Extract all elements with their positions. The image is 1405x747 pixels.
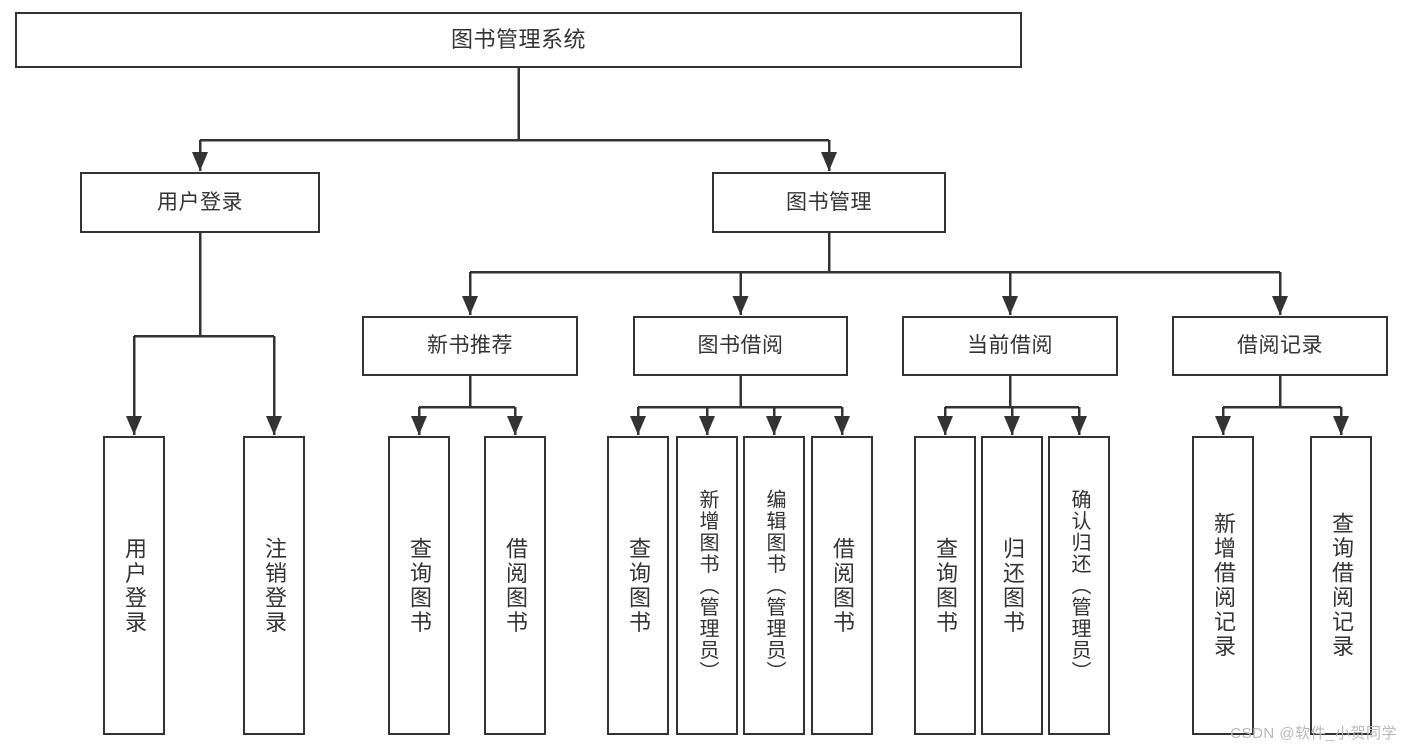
- node-leaf-query-record[interactable]: 查询借阅记录: [1310, 436, 1372, 735]
- arrowhead-user-login: [192, 152, 208, 171]
- node-leaf-query-book-c[interactable]: 查询图书: [914, 436, 976, 735]
- node-root[interactable]: 图书管理系统: [15, 12, 1022, 68]
- node-label-leaf-query-book-c: 查询图书: [933, 536, 958, 635]
- node-current-borrow[interactable]: 当前借阅: [902, 316, 1118, 376]
- node-label-leaf-user-login: 用户登录: [122, 536, 147, 635]
- node-leaf-query-book-a[interactable]: 查询图书: [388, 436, 450, 735]
- arrowhead-borrow-record: [1272, 296, 1288, 315]
- node-label-leaf-query-book-b: 查询图书: [626, 536, 651, 635]
- node-label-leaf-borrow-book-a: 借阅图书: [503, 536, 528, 635]
- node-leaf-return-book[interactable]: 归还图书: [981, 436, 1043, 735]
- node-leaf-logout[interactable]: 注销登录: [243, 436, 305, 735]
- node-label-leaf-edit-book: 编辑图书（管理员）: [763, 488, 785, 683]
- arrowhead-book-borrow: [732, 296, 749, 315]
- arrowhead-leaf-user-login: [126, 416, 142, 435]
- node-leaf-add-record[interactable]: 新增借阅记录: [1192, 436, 1254, 735]
- arrowhead-leaf-confirm-return: [1071, 416, 1087, 435]
- arrowhead-leaf-add-record: [1215, 416, 1231, 435]
- node-label-new-book-rec: 新书推荐: [427, 334, 513, 358]
- node-borrow-record[interactable]: 借阅记录: [1172, 316, 1388, 376]
- node-user-login[interactable]: 用户登录: [80, 172, 320, 233]
- node-leaf-edit-book[interactable]: 编辑图书（管理员）: [743, 436, 805, 735]
- node-label-leaf-confirm-return: 确认归还（管理员）: [1068, 488, 1090, 683]
- node-label-borrow-record: 借阅记录: [1237, 334, 1323, 358]
- node-new-book-rec[interactable]: 新书推荐: [362, 316, 578, 376]
- node-label-user-login: 用户登录: [157, 190, 243, 214]
- node-book-borrow[interactable]: 图书借阅: [633, 316, 848, 376]
- node-label-leaf-return-book: 归还图书: [1000, 536, 1025, 635]
- node-label-leaf-logout: 注销登录: [262, 536, 287, 635]
- node-label-leaf-borrow-book-b: 借阅图书: [830, 536, 855, 635]
- arrowhead-book-manage: [821, 152, 837, 171]
- node-label-leaf-add-book: 新增图书（管理员）: [696, 488, 718, 683]
- arrowhead-leaf-query-book-b: [630, 416, 646, 435]
- node-leaf-borrow-book-b[interactable]: 借阅图书: [811, 436, 873, 735]
- node-leaf-borrow-book-a[interactable]: 借阅图书: [484, 436, 546, 735]
- node-label-book-manage: 图书管理: [786, 190, 872, 214]
- node-label-current-borrow: 当前借阅: [967, 334, 1053, 358]
- arrowhead-current-borrow: [1002, 296, 1018, 315]
- arrowhead-new-book-rec: [462, 296, 478, 315]
- node-label-root: 图书管理系统: [450, 26, 586, 52]
- node-leaf-user-login[interactable]: 用户登录: [103, 436, 165, 735]
- node-label-leaf-query-book-a: 查询图书: [407, 536, 432, 635]
- arrowhead-leaf-logout: [266, 416, 282, 435]
- arrowhead-leaf-return-book: [1004, 416, 1020, 435]
- node-book-manage[interactable]: 图书管理: [712, 172, 946, 233]
- node-label-leaf-query-record: 查询借阅记录: [1329, 512, 1354, 659]
- arrowhead-leaf-add-book: [699, 416, 715, 435]
- arrowhead-leaf-borrow-book-b: [834, 416, 850, 435]
- node-label-book-borrow: 图书借阅: [697, 334, 784, 358]
- arrowhead-leaf-edit-book: [766, 416, 782, 435]
- arrowhead-leaf-borrow-book-a: [507, 416, 523, 435]
- node-leaf-confirm-return[interactable]: 确认归还（管理员）: [1048, 436, 1110, 735]
- node-leaf-query-book-b[interactable]: 查询图书: [607, 436, 669, 735]
- arrowhead-leaf-query-book-a: [411, 416, 427, 435]
- arrowhead-leaf-query-record: [1333, 416, 1349, 435]
- node-label-leaf-add-record: 新增借阅记录: [1211, 512, 1236, 659]
- arrowhead-leaf-query-book-c: [937, 416, 953, 435]
- node-leaf-add-book[interactable]: 新增图书（管理员）: [676, 436, 738, 735]
